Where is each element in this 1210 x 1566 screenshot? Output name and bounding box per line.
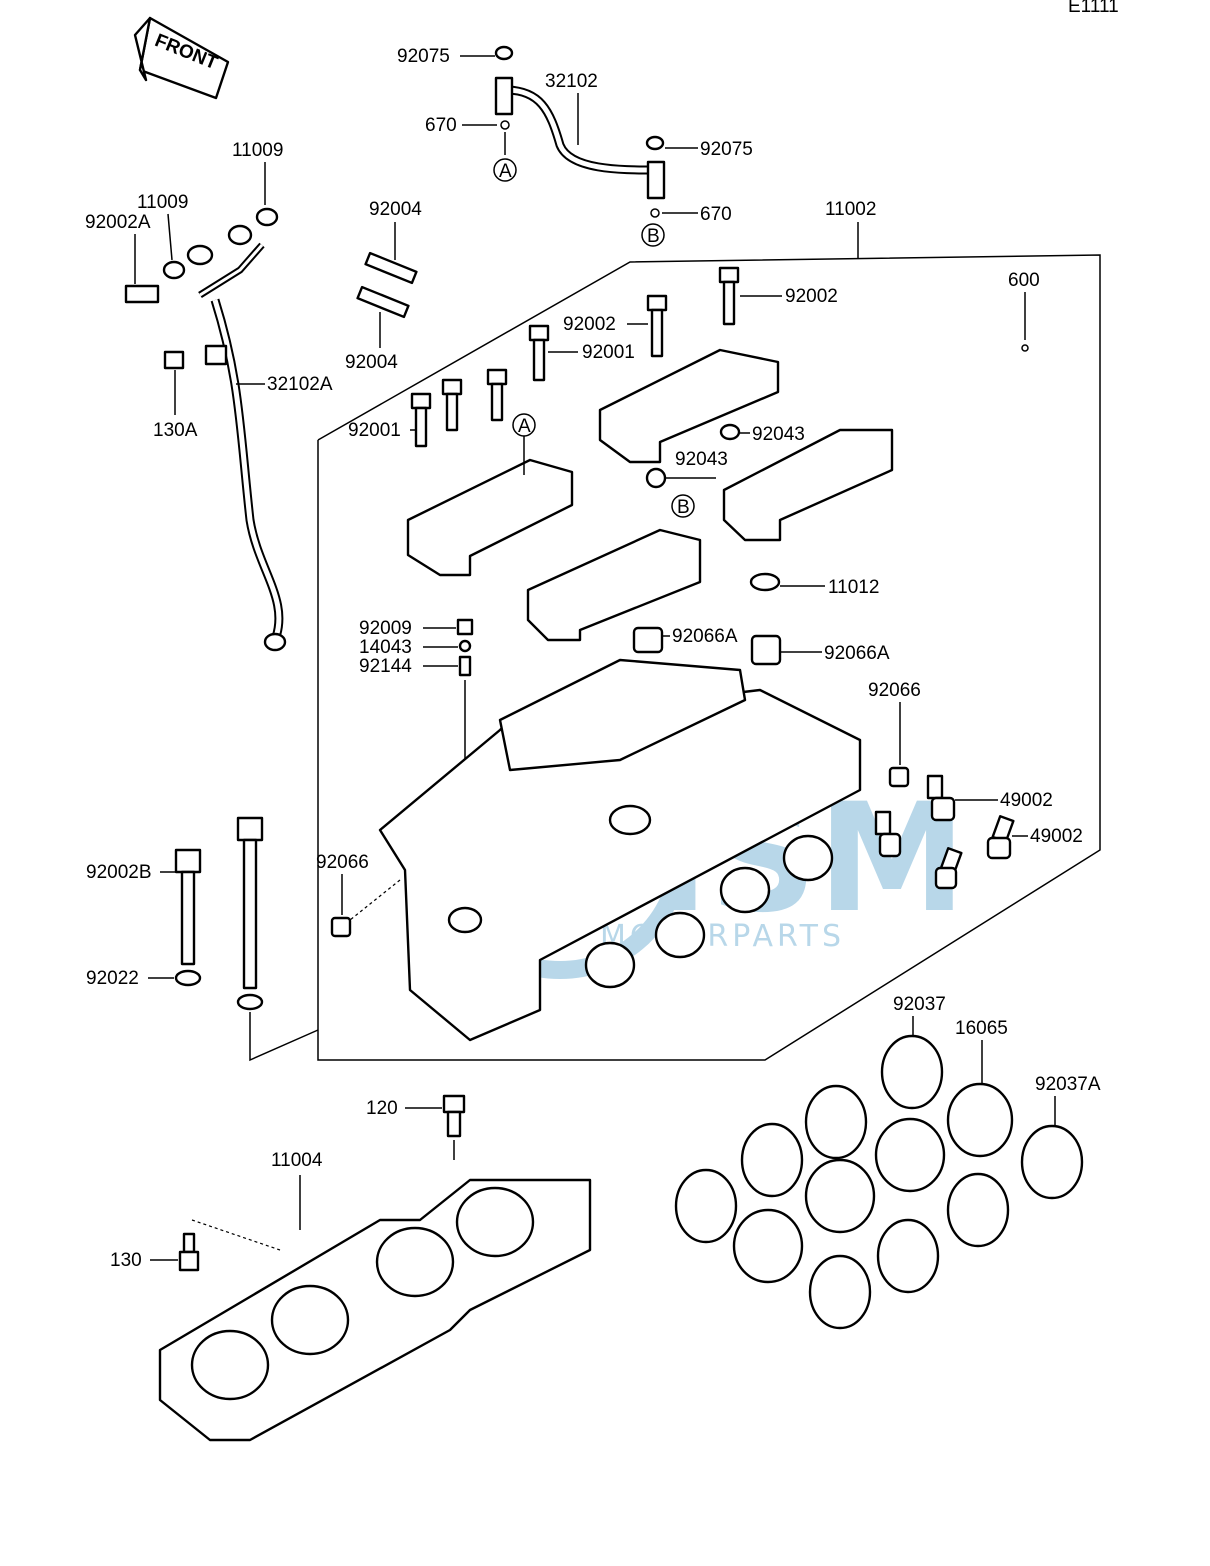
- callout-92022: 92022: [86, 968, 139, 989]
- bolts-cam-cap: [410, 266, 740, 448]
- callout-16065: 16065: [955, 1018, 1008, 1039]
- callout-670b: 670: [700, 204, 732, 225]
- oil-pipe-32102: [494, 45, 666, 218]
- mark-B1: B: [647, 226, 660, 247]
- callout-92004a: 92004: [369, 199, 422, 220]
- callout-92144: 92144: [359, 656, 412, 677]
- callout-670a: 670: [425, 115, 457, 136]
- callout-92066a: 92066: [868, 680, 921, 701]
- callout-11012: 11012: [828, 577, 879, 598]
- mark-A2: A: [518, 416, 531, 437]
- mark-B2: B: [677, 497, 690, 518]
- front-arrow-icon: FRONT: [133, 16, 230, 100]
- cam-cap-holders: [406, 348, 894, 642]
- callout-130: 130: [110, 1250, 142, 1271]
- sensors-49002: [874, 774, 1015, 890]
- callout-92066Aa: 92066A: [672, 626, 738, 647]
- head-bolts-92002B: [174, 816, 319, 1062]
- cylinder-head: [349, 658, 862, 1042]
- callout-49002b: 49002: [1030, 826, 1083, 847]
- callout-92066Ab: 92066A: [824, 643, 890, 664]
- callout-92009: 92009: [359, 618, 412, 639]
- callout-92002A: 92002A: [85, 212, 151, 233]
- callout-92066b: 92066: [316, 852, 369, 873]
- callout-92001a: 92001: [582, 342, 635, 363]
- bolt-120: [442, 1094, 466, 1160]
- stud-92004: [356, 251, 418, 319]
- callout-11009b: 11009: [137, 192, 188, 213]
- callout-92002b: 92002: [563, 314, 616, 335]
- callout-92043a: 92043: [752, 424, 805, 445]
- intake-holders: [674, 1034, 1084, 1330]
- callout-92043b: 92043: [675, 449, 728, 470]
- callout-92002a: 92002: [785, 286, 838, 307]
- head-gasket-11004: [158, 1175, 592, 1442]
- callout-11004: 11004: [271, 1150, 323, 1171]
- callout-32102: 32102: [545, 71, 598, 92]
- page-code: E1111: [1068, 0, 1119, 17]
- callout-92004b: 92004: [345, 352, 398, 373]
- callout-92075b: 92075: [700, 139, 753, 160]
- plugs: [330, 572, 910, 938]
- callout-32102A: 32102A: [267, 374, 333, 395]
- callout-11009a: 11009: [232, 140, 283, 161]
- oil-passage-parts: [456, 618, 474, 800]
- callout-11002: 11002: [825, 199, 876, 220]
- assembly-box-11002: [317, 222, 1101, 1061]
- oil-pipe-32102A: [124, 207, 287, 652]
- callout-600: 600: [1008, 270, 1040, 291]
- callout-92037A: 92037A: [1035, 1074, 1101, 1095]
- callout-92037: 92037: [893, 994, 946, 1015]
- mark-A1: A: [499, 161, 512, 182]
- bolt-130: [178, 1219, 281, 1272]
- callout-14043: 14043: [359, 637, 412, 658]
- callout-92002B: 92002B: [86, 862, 152, 883]
- callout-92001b: 92001: [348, 420, 401, 441]
- callout-49002a: 49002: [1000, 790, 1053, 811]
- callout-120: 120: [366, 1098, 398, 1119]
- watermark-sub: MOTORPARTS: [600, 919, 845, 954]
- callout-92075a: 92075: [397, 46, 450, 67]
- callout-130A: 130A: [153, 420, 198, 441]
